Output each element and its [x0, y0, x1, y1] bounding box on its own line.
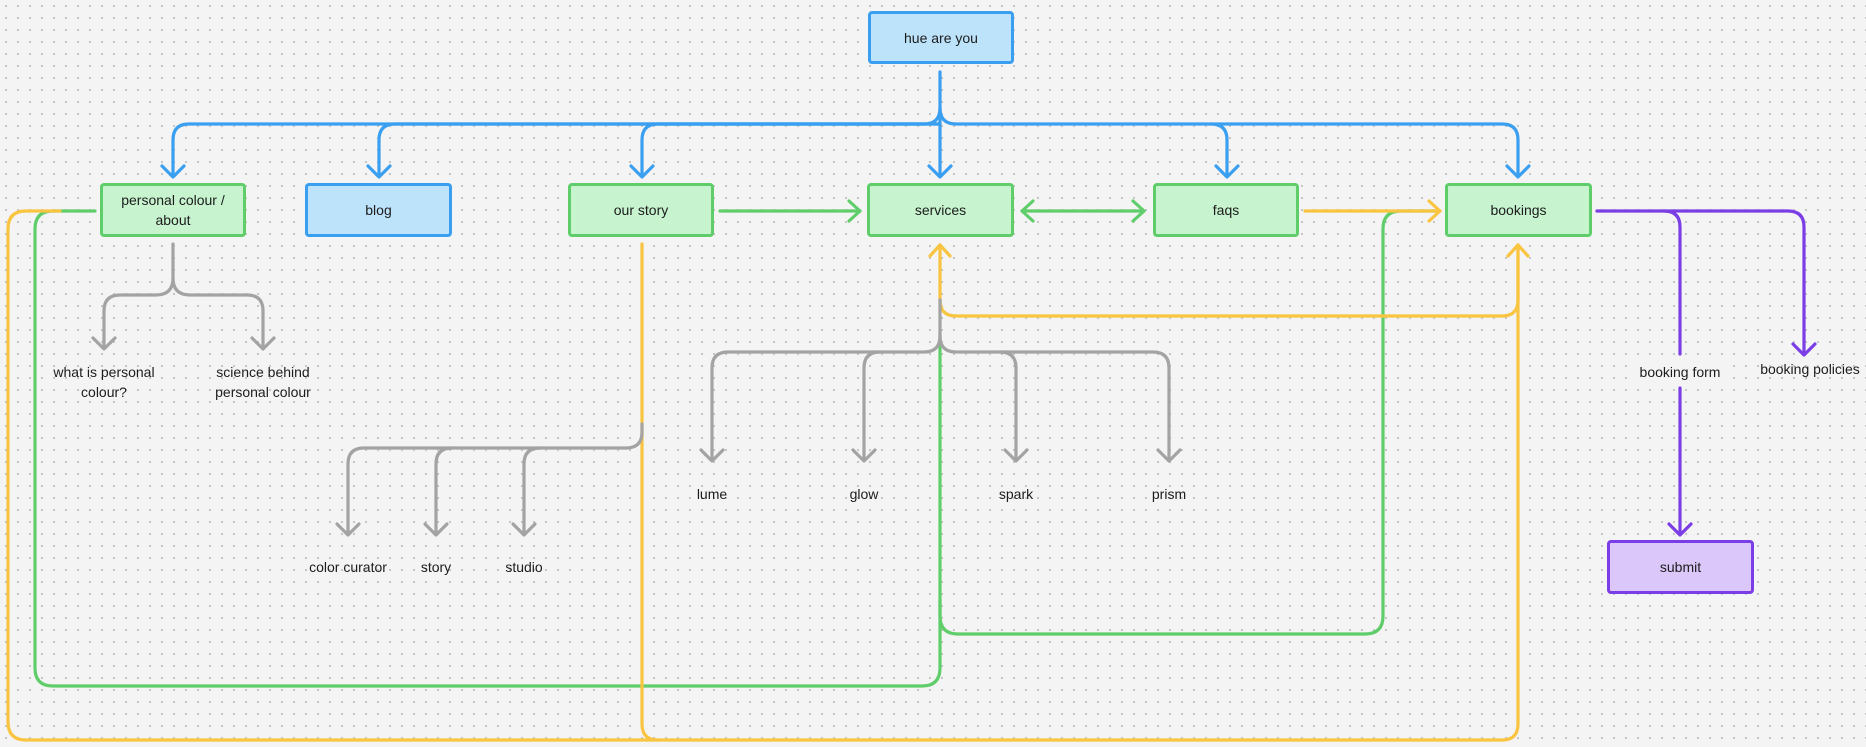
- arrowhead: [1667, 522, 1693, 537]
- label-what-is-personal-colour: what is personal colour?: [53, 364, 155, 400]
- edge-home-to-our-story: [640, 122, 942, 178]
- node-hue-are-you[interactable]: hue are you: [868, 11, 1014, 64]
- arrowhead: [1427, 199, 1442, 223]
- edge-services-to-lume: [710, 298, 942, 462]
- edge-our-story-to-bookings: [640, 242, 1520, 742]
- arrowhead: [1131, 199, 1146, 223]
- arrowhead: [1791, 342, 1817, 357]
- arrowhead: [699, 448, 725, 463]
- label-studio: studio: [505, 559, 543, 575]
- label-booking-form: booking form: [1635, 360, 1725, 384]
- edge-personal-colour-to-bookings: [6, 209, 660, 742]
- node-personal-colour-about[interactable]: personal colour / about: [100, 183, 246, 237]
- edge-our-story-to-color-curator: [346, 422, 644, 536]
- node-bookings[interactable]: bookings: [1445, 183, 1592, 237]
- edge-services-bookings-loop: [938, 243, 1520, 318]
- arrowhead: [160, 164, 186, 179]
- purple-connectors: [1595, 209, 1817, 537]
- arrowhead: [851, 448, 877, 463]
- node-blog[interactable]: blog: [305, 183, 452, 237]
- node-services[interactable]: services: [867, 183, 1014, 237]
- node-submit[interactable]: submit: [1607, 540, 1754, 594]
- edge-personal-colour-to-science: [171, 276, 265, 350]
- edge-home-to-bookings: [1209, 122, 1520, 178]
- arrowhead: [511, 522, 537, 537]
- label-glow: glow: [849, 486, 879, 502]
- edge-personal-colour-to-services: [33, 209, 942, 688]
- arrowhead: [927, 164, 953, 179]
- label-booking-policies: booking policies: [1760, 361, 1860, 377]
- label-prism: prism: [1151, 486, 1187, 502]
- blue-connectors: [160, 70, 1531, 179]
- green-connectors: [33, 199, 1442, 688]
- arrowhead: [366, 164, 392, 179]
- gray-connectors: [91, 242, 1182, 537]
- arrowhead: [1214, 164, 1240, 179]
- edge-services-to-glow: [862, 350, 882, 462]
- edge-services-to-spark: [938, 334, 1018, 462]
- edge-services-to-prism: [998, 350, 1171, 462]
- node-our-story[interactable]: our story: [568, 183, 714, 237]
- edge-bookings-to-booking-policies: [1662, 209, 1806, 356]
- arrowhead: [1156, 448, 1182, 463]
- edge-home-to-blog: [377, 122, 942, 178]
- edge-personal-colour-to-what-is: [102, 242, 175, 350]
- arrowhead: [1505, 164, 1531, 179]
- arrowhead: [847, 199, 862, 223]
- yellow-connectors: [6, 199, 1530, 742]
- edge-our-story-to-story: [434, 446, 454, 536]
- arrowhead: [1003, 448, 1029, 463]
- edge-bookings-to-booking-form: [1595, 209, 1682, 356]
- arrowhead: [335, 522, 361, 537]
- edge-our-story-to-studio: [522, 446, 542, 536]
- edge-home-to-faqs: [938, 106, 1229, 178]
- label-spark: spark: [998, 486, 1034, 502]
- label-lume: lume: [696, 486, 728, 502]
- arrowhead: [250, 336, 276, 351]
- edge-services-to-bookings: [938, 209, 1442, 636]
- label-color-curator: color curator: [309, 559, 387, 575]
- arrowhead: [629, 164, 655, 179]
- arrowhead: [91, 336, 117, 351]
- node-faqs[interactable]: faqs: [1153, 183, 1299, 237]
- arrowhead: [423, 522, 449, 537]
- label-science-behind-personal-colour: science behind personal colour: [215, 364, 311, 400]
- arrowhead: [1020, 199, 1035, 223]
- label-story: story: [420, 559, 452, 575]
- arrowhead: [928, 243, 952, 258]
